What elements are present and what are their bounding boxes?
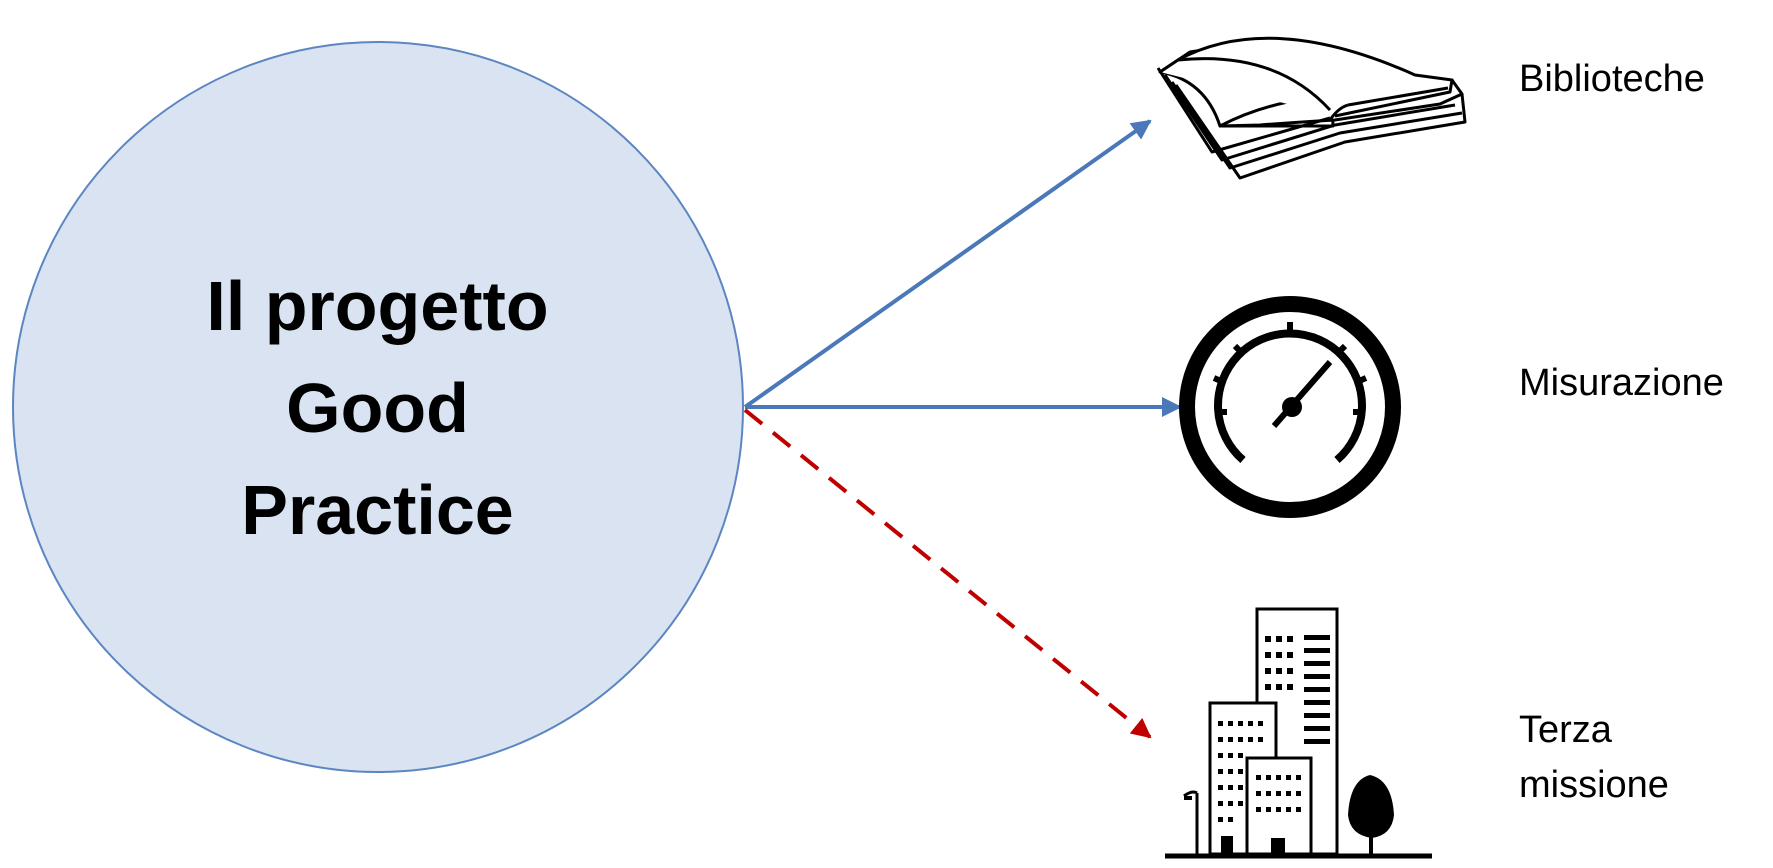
arrow-to-terza-missione	[743, 408, 1152, 739]
city-buildings-icon	[1165, 607, 1432, 859]
label-biblioteche: Biblioteche	[1519, 58, 1705, 100]
label-misurazione: Misurazione	[1519, 362, 1724, 404]
label-terza-missione: Terza missione	[1519, 709, 1669, 807]
arrow-to-biblioteche	[743, 119, 1152, 409]
project-title: Il progetto Good Practice	[90, 255, 665, 561]
project-title-line-2: Good	[286, 369, 469, 447]
project-circle	[12, 41, 744, 773]
gauge-icon	[1179, 296, 1401, 518]
project-title-line-1: Il progetto	[206, 267, 549, 345]
open-book-icon	[1156, 36, 1467, 180]
project-title-line-3: Practice	[241, 471, 514, 549]
